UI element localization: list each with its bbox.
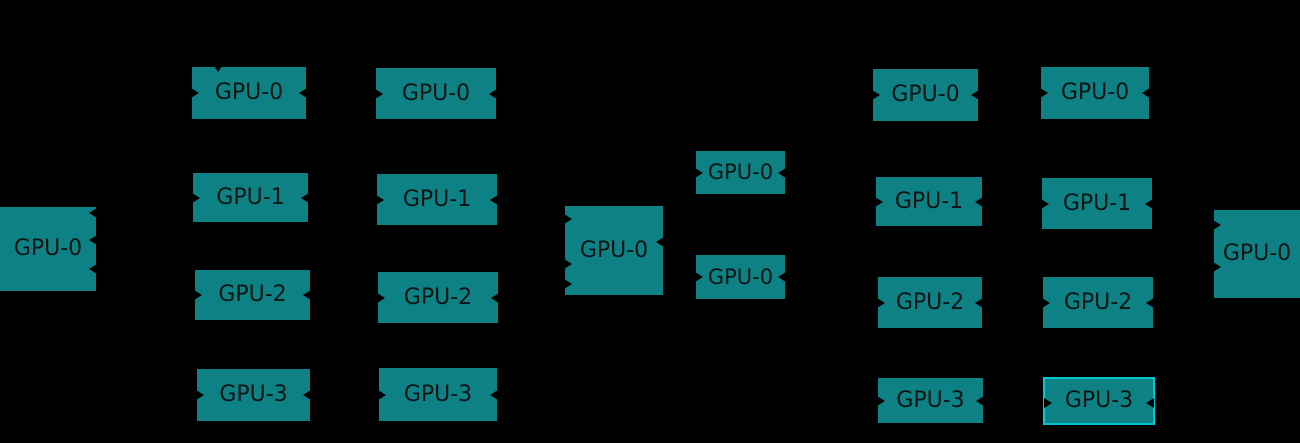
arrow-mark-icon: [778, 272, 786, 282]
arrow-mark-icon: [191, 88, 199, 98]
gpu-node-label: GPU-3: [896, 387, 965, 413]
gpu-node-col3-gpu1: GPU-1: [376, 174, 498, 225]
arrow-mark-icon: [214, 66, 222, 72]
gpu-node-col5-gpu3: GPU-3: [877, 378, 984, 423]
arrow-mark-icon: [192, 193, 200, 203]
gpu-node-col6-gpu0: GPU-0: [1040, 67, 1150, 119]
arrow-mark-icon: [194, 290, 202, 300]
arrow-mark-icon: [1044, 398, 1052, 408]
arrow-mark-icon: [564, 279, 572, 289]
arrow-mark-icon: [1146, 298, 1154, 308]
gpu-node-label: GPU-0: [579, 237, 649, 263]
gpu-node-label: GPU-0: [891, 82, 960, 107]
gpu-node-label: GPU-0: [1060, 80, 1130, 105]
arrow-mark-icon: [877, 298, 885, 308]
arrow-mark-icon: [490, 195, 498, 205]
arrow-mark-icon: [1146, 398, 1154, 408]
arrow-mark-icon: [877, 396, 885, 406]
gpu-node-label: GPU-1: [1062, 190, 1132, 216]
arrow-mark-icon: [1041, 199, 1049, 209]
arrow-mark-icon: [976, 396, 984, 406]
arrow-mark-icon: [1040, 88, 1048, 98]
arrow-mark-icon: [564, 259, 572, 269]
arrow-mark-icon: [303, 290, 311, 300]
gpu-node-col3-gpu2: GPU-2: [377, 272, 499, 323]
arrow-mark-icon: [490, 390, 498, 400]
arrow-mark-icon: [89, 235, 97, 245]
arrow-mark-icon: [872, 90, 880, 100]
gpu-node-label: GPU-3: [403, 381, 473, 407]
arrow-mark-icon: [656, 237, 664, 247]
gpu-node-label: GPU-3: [1064, 388, 1134, 413]
arrow-mark-icon: [376, 195, 384, 205]
gpu-node-col2-gpu2: GPU-2: [194, 270, 311, 320]
gpu-node-label: GPU-2: [1063, 289, 1133, 315]
arrow-mark-icon: [303, 390, 311, 400]
arrow-mark-icon: [875, 197, 883, 207]
gpu-node-col2-gpu3: GPU-3: [196, 369, 311, 421]
gpu-node-label: GPU-0: [707, 264, 774, 289]
gpu-node-label: GPU-2: [895, 289, 965, 315]
arrow-mark-icon: [1213, 262, 1221, 272]
arrow-mark-icon: [564, 214, 572, 224]
gpu-node-col6-gpu2: GPU-2: [1042, 277, 1154, 328]
gpu-node-mid-bottom: GPU-0: [695, 255, 786, 299]
arrow-mark-icon: [491, 293, 499, 303]
gpu-node-mid-top: GPU-0: [695, 151, 786, 194]
gpu-node-col5-gpu0: GPU-0: [872, 69, 979, 121]
gpu-node-label: GPU-2: [218, 282, 287, 307]
arrow-mark-icon: [489, 89, 497, 99]
gpu-node-label: GPU-0: [707, 160, 774, 184]
gpu-node-root-right: GPU-0: [1213, 210, 1300, 298]
arrow-mark-icon: [695, 168, 703, 178]
gpu-node-col3-gpu0: GPU-0: [375, 68, 497, 119]
arrow-mark-icon: [89, 264, 97, 274]
gpu-node-label: GPU-0: [401, 80, 471, 106]
arrow-mark-icon: [1142, 88, 1150, 98]
gpu-node-col3-gpu3: GPU-3: [378, 368, 498, 421]
arrow-mark-icon: [695, 272, 703, 282]
gpu-node-label: GPU-0: [13, 236, 83, 261]
arrow-mark-icon: [1042, 298, 1050, 308]
arrow-mark-icon: [301, 193, 309, 203]
arrow-mark-icon: [778, 168, 786, 178]
gpu-node-col6-gpu3: GPU-3: [1043, 377, 1155, 425]
gpu-node-label: GPU-0: [214, 80, 284, 105]
gpu-node-mid-root: GPU-0: [564, 206, 664, 295]
gpu-node-label: GPU-1: [216, 184, 285, 210]
gpu-node-label: GPU-3: [219, 382, 288, 407]
arrow-mark-icon: [378, 390, 386, 400]
arrow-mark-icon: [377, 293, 385, 303]
gpu-node-label: GPU-1: [894, 188, 964, 214]
gpu-node-col6-gpu1: GPU-1: [1041, 178, 1153, 229]
gpu-node-col5-gpu1: GPU-1: [875, 177, 983, 226]
arrow-mark-icon: [975, 298, 983, 308]
gpu-node-label: GPU-2: [403, 284, 473, 310]
arrow-mark-icon: [196, 390, 204, 400]
arrow-mark-icon: [1145, 199, 1153, 209]
gpu-node-col2-gpu1: GPU-1: [192, 173, 309, 222]
gpu-node-col2-gpu0: GPU-0: [191, 66, 307, 119]
arrow-mark-icon: [89, 208, 97, 218]
gpu-node-label: GPU-1: [402, 186, 472, 212]
gpu-node-root-left: GPU-0: [0, 207, 97, 291]
arrow-mark-icon: [375, 89, 383, 99]
arrow-mark-icon: [975, 197, 983, 207]
arrow-mark-icon: [971, 90, 979, 100]
arrow-mark-icon: [1213, 220, 1221, 230]
gpu-node-col5-gpu2: GPU-2: [877, 277, 983, 328]
arrow-mark-icon: [299, 88, 307, 98]
gpu-node-label: GPU-0: [1222, 241, 1292, 266]
